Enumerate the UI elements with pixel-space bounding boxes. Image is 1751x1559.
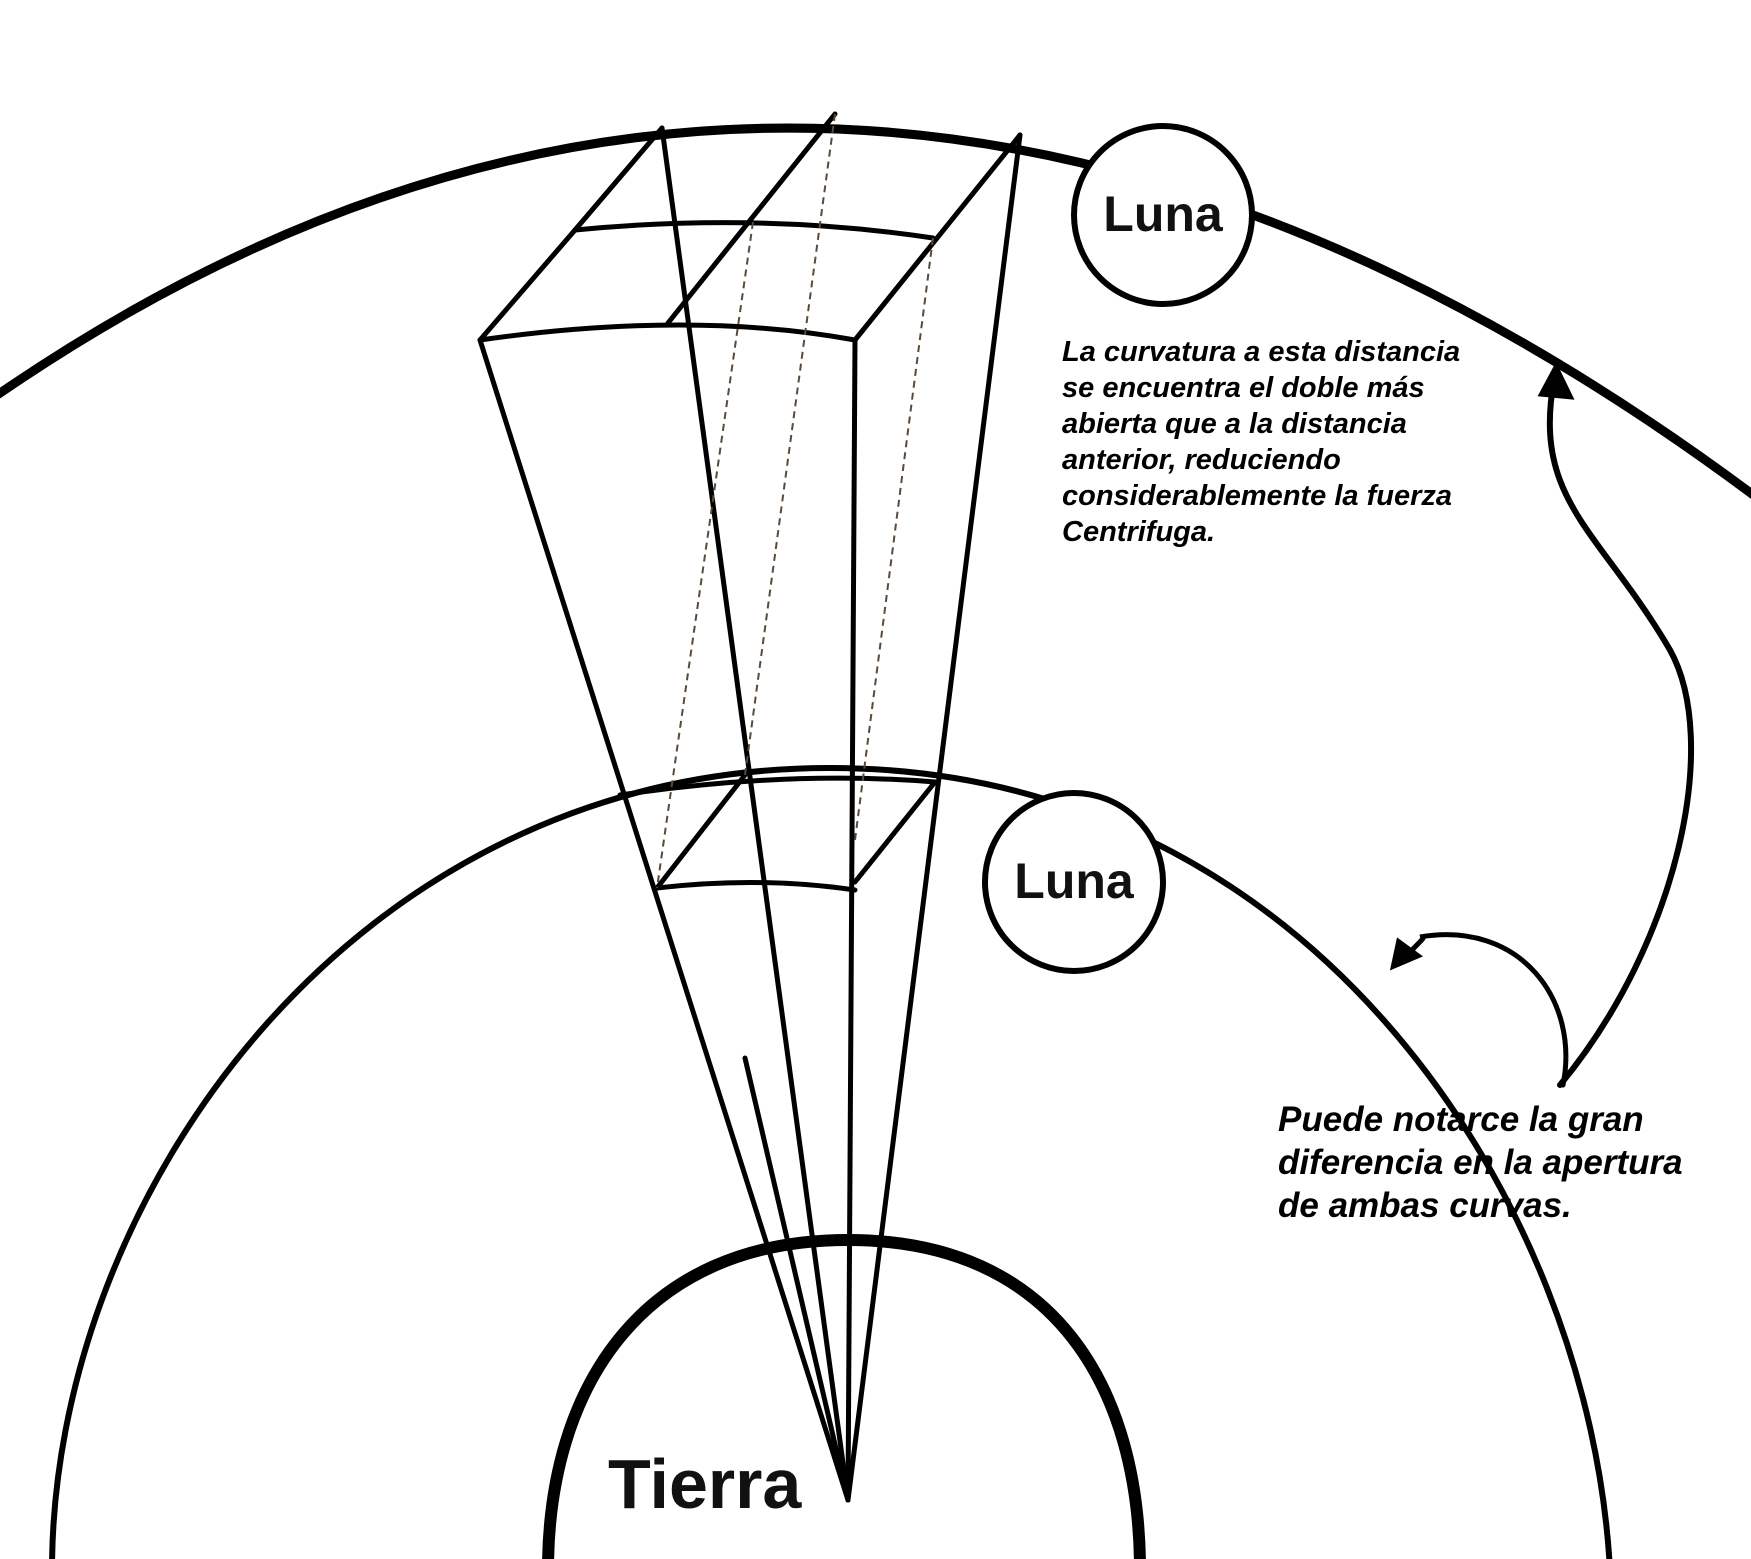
lower-edge-mid: [654, 772, 748, 891]
outer-orbit-curve: [0, 123, 1751, 499]
hidden-edge-1: [744, 113, 836, 776]
earth-label: Tierra: [608, 1445, 802, 1523]
difference-note: Puede notarce la gran diferencia en la a…: [1278, 1098, 1683, 1227]
note-line: Centrifuga.: [1062, 516, 1216, 548]
note-line: diferencia en la apertura: [1278, 1143, 1683, 1182]
note-line: abierta que a la distancia: [1062, 408, 1407, 440]
note-line: considerablemente la fuerza: [1062, 480, 1453, 512]
moon-near-label: Luna: [1014, 853, 1135, 909]
ray-center: [659, 125, 851, 1503]
lower-arc-front: [654, 879, 858, 893]
arrowhead-up-icon: [1537, 361, 1575, 400]
curved-arrow-long: [1546, 372, 1694, 1088]
moon-near-circle: [982, 790, 1166, 974]
top-edge-back-right: [852, 132, 1023, 343]
note-line: Puede notarce la gran: [1278, 1100, 1644, 1139]
top-edge-back-mid: [665, 111, 838, 326]
inner-orbit-curve: [49, 764, 1613, 1559]
note-line: de ambas curvas.: [1278, 1186, 1572, 1225]
lower-arc-back: [617, 775, 938, 798]
note-line: se encuentra el doble más: [1062, 372, 1425, 404]
arrowhead-down-icon: [1389, 937, 1424, 971]
curved-arrow-short: [1405, 932, 1569, 1088]
hidden-edges: [656, 113, 934, 889]
top-edge-left: [477, 227, 578, 343]
hidden-edge-3: [854, 237, 934, 841]
top-arc-front: [477, 322, 858, 343]
top-edge-back-left: [572, 125, 665, 233]
hidden-edge-2: [656, 221, 754, 889]
note-line: La curvatura a esta distancia: [1062, 336, 1461, 368]
curvature-note: La curvatura a esta distancia se encuent…: [1062, 334, 1460, 550]
moon-far-label: Luna: [1103, 186, 1224, 242]
note-line: anterior, reduciendo: [1062, 444, 1341, 476]
ray-front-right: [845, 337, 858, 1503]
ray-inner: [742, 1055, 851, 1503]
moon-far-circle: [1071, 123, 1255, 307]
ray-left: [477, 337, 851, 1503]
top-arc-mid: [572, 220, 936, 241]
ray-right: [845, 132, 1023, 1503]
perspective-box: [477, 111, 1023, 1503]
lower-edge-right: [852, 779, 938, 885]
